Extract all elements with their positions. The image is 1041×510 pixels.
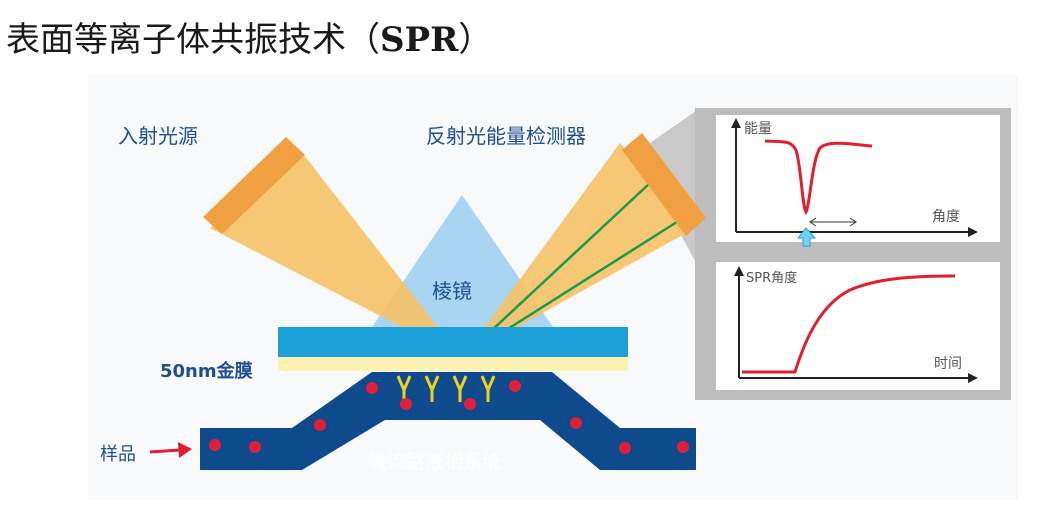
- particle: [400, 398, 412, 410]
- top-plot-ylabel: 能量: [744, 121, 772, 137]
- detector-label: 反射光能量检测器: [426, 124, 586, 148]
- title-bold: SPR: [380, 20, 459, 60]
- angle-shift-arrow-right: [849, 217, 857, 227]
- detector-box: [622, 133, 706, 236]
- gold-film: [278, 357, 628, 371]
- page-title: 表面等离子体共振技术（SPR）: [6, 12, 492, 61]
- sample-particles: [209, 380, 689, 454]
- bottom-plot-curve: [742, 274, 956, 374]
- top-plot-x-arrow: [968, 227, 978, 237]
- particle: [314, 419, 326, 431]
- light-source-lamp: [203, 137, 305, 234]
- particle: [366, 382, 378, 394]
- incident-beam: [210, 150, 462, 358]
- antibody-3: [452, 375, 468, 402]
- bottom-plot-ylabel: SPR角度: [746, 270, 797, 286]
- particle: [570, 417, 582, 429]
- title-suffix: ）: [458, 20, 493, 60]
- particle: [209, 439, 221, 451]
- light-source-label: 入射光源: [118, 124, 198, 148]
- microfluidic-channel: [200, 372, 696, 470]
- sample-arrow: [149, 448, 181, 454]
- microfluidic-label: 微流路液相系统: [368, 451, 501, 473]
- bottom-plot-y-arrow: [734, 266, 744, 276]
- title-prefix: 表面等离子体共振技术（: [6, 20, 380, 60]
- glass-slide: [278, 327, 628, 357]
- particle: [509, 380, 521, 392]
- particle: [249, 441, 261, 453]
- bottom-plot-area: [716, 262, 1000, 390]
- antibody-4: [480, 375, 496, 402]
- bottom-plot-xlabel: 时间: [934, 356, 962, 372]
- prism-label: 棱镜: [432, 279, 472, 303]
- bottom-plot-x-arrow: [968, 373, 978, 383]
- sample-label: 样品: [100, 444, 136, 465]
- particle: [619, 442, 631, 454]
- resonance-marker-icon: [796, 227, 817, 247]
- particle: [464, 398, 476, 410]
- sample-arrow-head: [178, 442, 192, 458]
- top-plot-xlabel: 角度: [932, 209, 960, 225]
- top-plot-curve: [764, 139, 873, 216]
- angle-shift-arrow-left: [809, 217, 817, 227]
- top-plot-area: [716, 115, 1000, 242]
- particle: [677, 441, 689, 453]
- antibody-2: [424, 375, 440, 402]
- gold-film-label: 50nm金膜: [160, 360, 253, 382]
- top-plot-y-arrow: [731, 118, 741, 128]
